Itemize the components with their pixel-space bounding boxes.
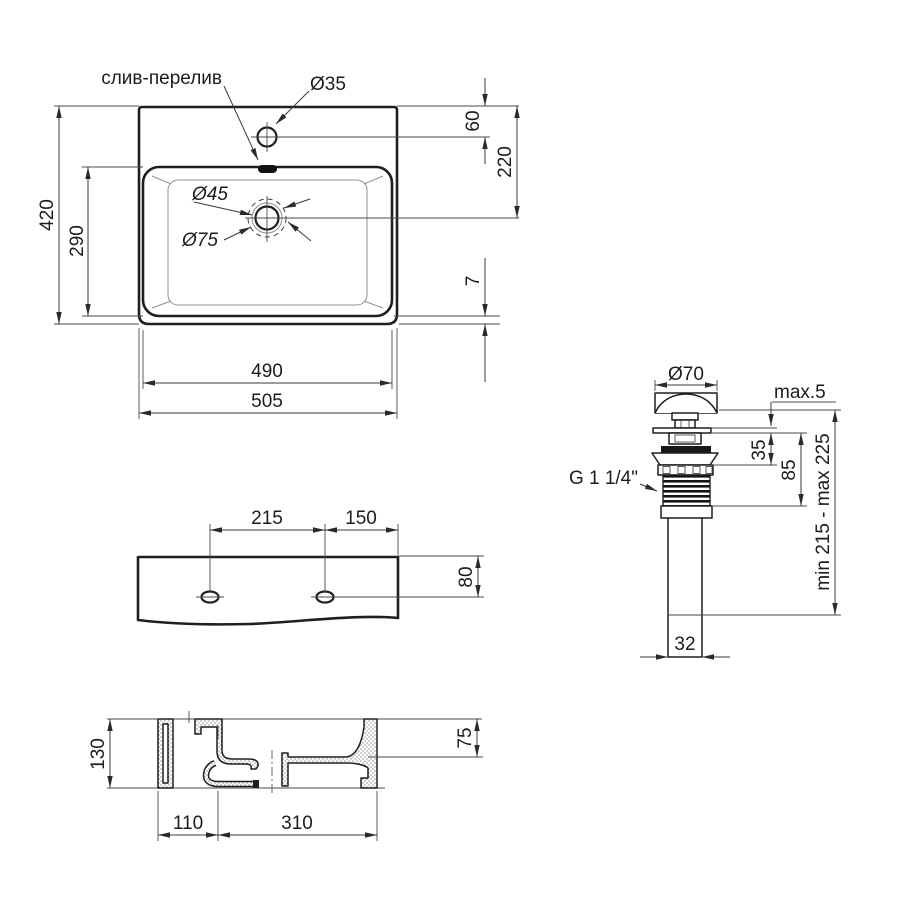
dim-hole-spacing: 215 [251,508,283,529]
leaders [193,85,312,242]
dim-drain-offset: 220 [495,146,516,178]
dim-hole-top-offset: 80 [456,566,477,587]
popup-gap [668,432,702,445]
rear-extension-lines [196,524,484,598]
seat-cone [651,452,719,466]
top-view-extension-lines [54,105,519,419]
dim-edge-offset: 150 [345,508,377,529]
dim-faucet-offset: 60 [463,110,484,131]
dim-rear-width: 110 [173,813,203,834]
thread-label: G 1 1/4" [569,468,638,489]
dim-overall-depth: 420 [37,199,58,231]
overflow-label: слив-перелив [101,68,222,89]
thread-leader [639,483,658,492]
outlet-tube [667,518,703,657]
drain-cap-dome [654,393,718,414]
top-view-dim-lines [56,78,520,416]
section-ticks [188,711,219,739]
lock-ring-teeth [662,466,713,474]
dim-bowl-width: 310 [281,813,313,834]
rear-outline [136,555,400,626]
rear-dim-lines [210,527,481,597]
drain-dia-leader-left [193,201,253,216]
drain-channel-section [202,760,259,788]
drain-extension-lines [654,380,841,507]
dim-front-gap: 7 [463,276,484,287]
rear-channel-section [157,718,174,789]
dim-cap-clearance: max.5 [774,382,826,403]
popup-gap-inner [674,434,696,443]
drain-crosshair [245,196,519,242]
section-dim-lines [107,719,480,838]
basin-outline [141,165,394,318]
right-wall-section [281,718,378,789]
drain-dim-lines [640,382,838,660]
dim-basin-width: 490 [251,361,283,382]
drain-dia-leader-right [283,198,311,209]
threaded-body [662,474,711,507]
dim-cap-dia: Ø70 [668,364,704,385]
dim-body-height: 85 [779,459,800,480]
drain-unit-view: Ø70 max.5 35 85 min 215 - max 225 G 1 1/… [569,364,841,660]
basin-floor-line [167,179,368,306]
left-wall-section [194,718,259,770]
faucet-dia-label: Ø35 [310,74,346,95]
cap-collar [674,419,696,429]
faucet-hole-crosshair [251,122,283,152]
recess-dia-label: Ø75 [181,230,218,251]
dim-overall-width: 505 [251,391,283,412]
faucet-dia-leader [275,90,310,125]
dim-basin-depth: 290 [67,225,88,257]
section-view: 130 75 110 310 [88,711,483,841]
recess-dia-leader-right [287,221,312,242]
dim-outlet: 32 [674,634,695,655]
dim-seal-height: 35 [749,439,770,460]
top-view: слив-перелив Ø35 Ø45 Ø75 [37,68,520,419]
overflow-slot-icon [258,165,277,173]
drain-dia-label: Ø45 [191,184,228,205]
basin-corner-lines [151,175,384,309]
overflow-leader [223,85,259,161]
dim-bowl-depth: 75 [455,727,476,748]
rear-view: 215 150 80 [136,508,484,626]
sink-outline [137,105,399,326]
tube-collar [660,505,713,519]
seal-band [661,446,711,453]
dim-height-range: min 215 - max 225 [813,433,834,590]
recess-dia-leader-left [223,226,252,241]
dim-section-height: 130 [88,738,109,770]
cap-collar-ridges [680,420,690,428]
cap-stem [671,412,699,421]
